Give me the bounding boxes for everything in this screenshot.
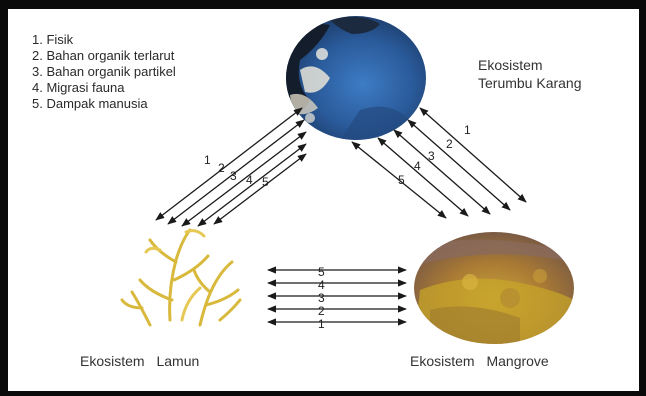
flow-numbers-lamun-mangrove: 5 4 3 2 1 (318, 265, 325, 331)
flow-number: 3 (428, 149, 435, 163)
label-line: Ekosistem (478, 56, 582, 74)
flow-arrows-karang-lamun (156, 108, 306, 226)
flow-number: 3 (230, 169, 237, 183)
legend-item-bahan-organik-terlarut: 2. Bahan organik terlarut (32, 48, 176, 64)
label-ekosistem-lamun: Ekosistem Lamun (80, 352, 199, 370)
flow-number: 2 (218, 161, 225, 175)
label-ekosistem-mangrove: Ekosistem Mangrove (410, 352, 549, 370)
flow-numbers-karang-mangrove: 1 2 3 4 5 (398, 123, 471, 187)
label-line: Terumbu Karang (478, 74, 582, 92)
flow-number: 4 (414, 159, 421, 173)
flow-arrow-karang-mangrove-2 (408, 120, 510, 210)
flow-arrow-karang-mangrove-3 (394, 130, 490, 214)
flow-number: 5 (318, 265, 325, 279)
flow-number: 3 (318, 291, 325, 305)
flow-arrow-karang-lamun-3 (182, 132, 306, 226)
seagrass-illustration (122, 230, 240, 325)
legend-item-migrasi-fauna: 4. Migrasi fauna (32, 80, 176, 96)
flow-number: 4 (246, 173, 253, 187)
label-ekosistem-terumbu-karang: Ekosistem Terumbu Karang (478, 56, 582, 92)
flow-number: 5 (398, 173, 405, 187)
flow-number: 1 (318, 317, 325, 331)
legend-item-bahan-organik-partikel: 3. Bahan organik partikel (32, 64, 176, 80)
flow-number: 5 (262, 175, 269, 189)
flow-arrows-lamun-mangrove (268, 270, 406, 322)
legend-item-dampak-manusia: 5. Dampak manusia (32, 96, 176, 112)
flow-number: 1 (464, 123, 471, 137)
flow-arrow-karang-mangrove-4 (378, 138, 468, 216)
legend-item-fisik: 1. Fisik (32, 32, 176, 48)
coral-reef-photo (286, 16, 426, 140)
flow-number: 1 (204, 153, 211, 167)
legend: 1. Fisik 2. Bahan organik terlarut 3. Ba… (32, 32, 176, 112)
flow-number: 2 (446, 137, 453, 151)
flow-number: 2 (318, 304, 325, 318)
flow-number: 4 (318, 278, 325, 292)
mangrove-photo (414, 232, 574, 344)
